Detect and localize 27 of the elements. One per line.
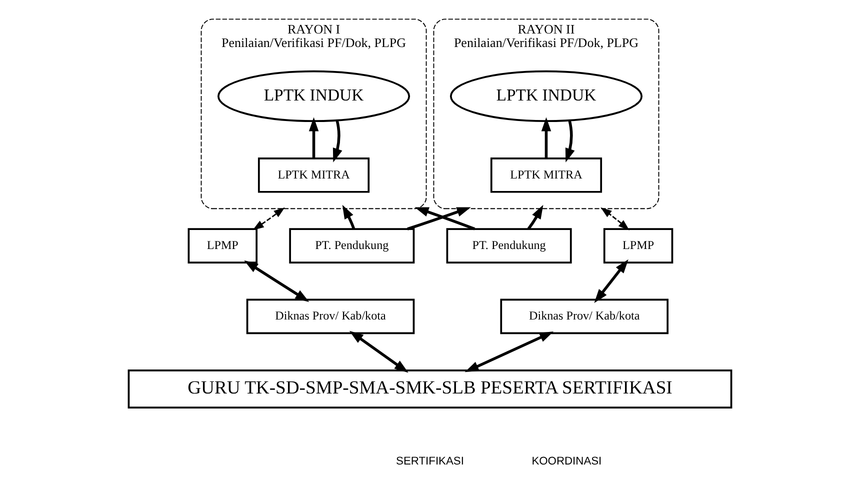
arrow xyxy=(308,117,318,158)
node-box: GURU TK-SD-SMP-SMA-SMK-SLB PESERTA SERTIFIKASI xyxy=(127,369,732,409)
node-box: LPTK MITRA xyxy=(490,157,602,193)
node-box: LPTK MITRA xyxy=(257,157,370,193)
arrow xyxy=(526,204,543,230)
arrow xyxy=(252,207,284,230)
arrow xyxy=(464,332,554,372)
node-box: PT. Pendukung xyxy=(288,228,414,264)
legend-label: KOORDINASI xyxy=(531,455,602,468)
arrow xyxy=(564,120,574,162)
arrow xyxy=(332,120,342,162)
node-ellipse: LPTK INDUK xyxy=(216,70,410,122)
legend-label: SERTIFIKASI xyxy=(396,455,464,468)
node-box: PT. Pendukung xyxy=(446,228,572,264)
node-box: Diknas Prov/ Kab/kota xyxy=(246,298,414,334)
node-box: LPMP xyxy=(602,228,673,264)
node-box: Diknas Prov/ Kab/kota xyxy=(500,298,668,334)
node-box: LPMP xyxy=(187,228,257,264)
arrow xyxy=(244,260,309,302)
arrow xyxy=(540,117,551,158)
arrow xyxy=(600,207,629,230)
arrow xyxy=(348,330,408,373)
arrow xyxy=(342,204,355,230)
arrow xyxy=(414,207,475,230)
arrow xyxy=(594,259,628,303)
node-ellipse: LPTK INDUK xyxy=(449,70,642,122)
arrow xyxy=(406,207,470,230)
